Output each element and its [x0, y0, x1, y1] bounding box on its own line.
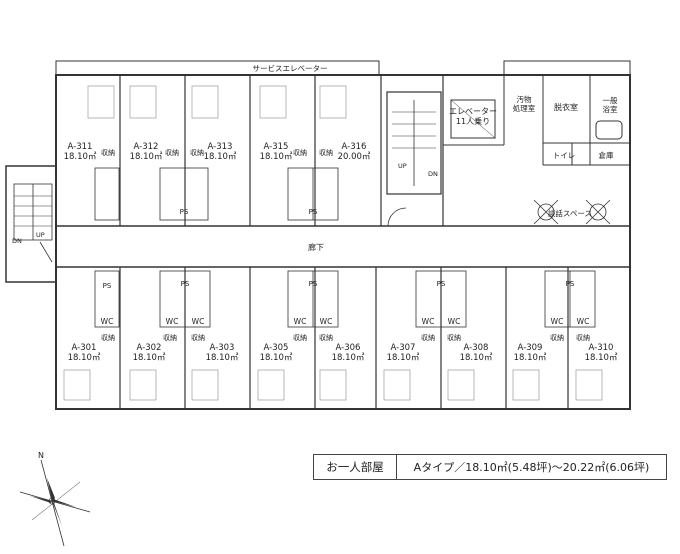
corridor-label: 廊下 [308, 242, 324, 252]
storage-label: 収納 [101, 333, 115, 342]
up-label: UP [398, 162, 407, 170]
wc-label: WC [577, 317, 590, 326]
top-unit-fixtures [94, 167, 339, 221]
room-area-label: 18.10㎡ [332, 353, 365, 363]
room-id-label: A-306 [336, 343, 361, 353]
ps-label: PS [309, 208, 318, 216]
dn-label: DN [12, 237, 22, 245]
room-id-label: A-301 [72, 343, 97, 353]
room-id-label: A-315 [264, 142, 289, 152]
storage-label: 収納 [191, 333, 205, 342]
top-room-labels: A-311 18.10㎡ A-312 18.10㎡ A-313 18.10㎡ A… [64, 142, 371, 162]
storage-label: 収納 [421, 333, 435, 342]
room-id-label: A-303 [210, 343, 235, 353]
wc-label: WC [551, 317, 564, 326]
legend-detail: Aタイプ／18.10㎡(5.48坪)～20.22㎡(6.06坪) [413, 461, 650, 474]
bath-label: 一般 [603, 95, 618, 105]
room-area-label: 18.10㎡ [260, 353, 293, 363]
storage-label: 収納 [190, 148, 204, 157]
elevator-shaft [450, 99, 496, 139]
ps-label: PS [566, 280, 575, 288]
up-label: UP [36, 231, 45, 239]
storage-label: 収納 [293, 148, 307, 157]
north-label: N [38, 451, 44, 460]
dn-label: DN [428, 170, 438, 178]
ps-label: PS [309, 280, 318, 288]
left-stairwell [5, 165, 57, 283]
storage-label: 収納 [447, 333, 461, 342]
wc-label: WC [422, 317, 435, 326]
top-beds [87, 85, 347, 119]
room-id-label: A-307 [391, 343, 416, 353]
compass-rose: N [19, 451, 91, 547]
lounge-label: 談話スペース [548, 208, 592, 218]
bottom-beds [63, 369, 603, 401]
bottom-unit-fixtures [94, 270, 596, 328]
room-area-label: 18.10㎡ [260, 152, 293, 162]
bottom-room-labels: A-301 18.10㎡ A-302 18.10㎡ A-303 18.10㎡ A… [68, 343, 618, 363]
legend-room-type: お一人部屋 [314, 455, 397, 479]
area-labels: サービスエレベーター 廊下 エレベーター 11人乗り 汚物 処理室 脱衣室 一般… [12, 64, 618, 252]
ps-label: PS [437, 280, 446, 288]
ps-label: PS [180, 208, 189, 216]
storage-label: 収納 [293, 333, 307, 342]
elevator-label: エレベーター [449, 107, 497, 116]
dressing-room-label: 脱衣室 [554, 102, 578, 112]
wc-label: WC [448, 317, 461, 326]
storage-label: 収納 [163, 333, 177, 342]
toilet-label: トイレ [553, 151, 576, 160]
service-elevator-label: サービスエレベーター [253, 64, 328, 73]
room-area-label: 18.10㎡ [387, 353, 420, 363]
room-area-label: 18.10㎡ [130, 152, 163, 162]
room-area-label: 18.10㎡ [514, 353, 547, 363]
room-area-label: 18.10㎡ [204, 152, 237, 162]
room-area-label: 18.10㎡ [585, 353, 618, 363]
room-id-label: A-309 [518, 343, 543, 353]
room-id-label: A-316 [342, 142, 367, 152]
bath-label-2: 浴室 [603, 104, 618, 114]
lounge-tables [533, 199, 611, 225]
storage-label: 収納 [319, 148, 333, 157]
room-area-label: 18.10㎡ [460, 353, 493, 363]
room-id-label: A-305 [264, 343, 289, 353]
storage-label: 収納 [101, 148, 115, 157]
room-id-label: A-313 [208, 142, 233, 152]
ps-label: PS [103, 282, 112, 290]
wc-label: WC [101, 317, 114, 326]
storage-label: 収納 [576, 333, 590, 342]
ps-label: PS [181, 280, 190, 288]
building-walls [55, 60, 631, 410]
wc-label: WC [192, 317, 205, 326]
dirty-utility-label-2: 処理室 [513, 103, 536, 113]
storage-label: 収納 [165, 148, 179, 157]
room-id-label: A-308 [464, 343, 489, 353]
wc-label: WC [166, 317, 179, 326]
storage-label: 収納 [319, 333, 333, 342]
room-id-label: A-302 [137, 343, 162, 353]
dirty-utility-label: 汚物 [517, 94, 532, 104]
wc-label: WC [320, 317, 333, 326]
room-area-label: 18.10㎡ [64, 152, 97, 162]
room-id-label: A-311 [68, 142, 93, 152]
legend-box: お一人部屋 Aタイプ／18.10㎡(5.48坪)～20.22㎡(6.06坪) [313, 454, 667, 480]
room-id-label: A-310 [589, 343, 614, 353]
center-stairwell [386, 91, 442, 227]
bathtub [595, 120, 623, 140]
elevator-capacity-label: 11人乗り [456, 116, 490, 126]
room-area-label: 18.10㎡ [68, 353, 101, 363]
room-id-label: A-312 [134, 142, 159, 152]
storage-label: 収納 [550, 333, 564, 342]
room-area-label: 18.10㎡ [133, 353, 166, 363]
wc-label: WC [294, 317, 307, 326]
room-area-label: 20.00㎡ [338, 152, 371, 162]
fixture-labels: 収納 収納 収納 収納 収納 PS PS PS PS PS PS PS WC W… [101, 148, 590, 342]
room-area-label: 18.10㎡ [206, 353, 239, 363]
storage-room-label: 倉庫 [599, 150, 614, 160]
